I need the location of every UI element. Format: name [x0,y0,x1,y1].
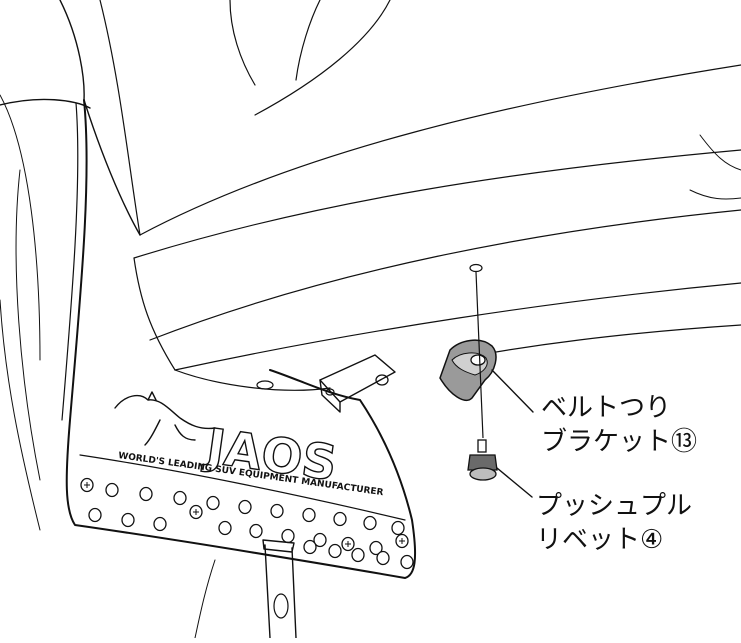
mudflap: JAOS WORLD'S LEADING SUV EQUIPMENT MANUF… [61,99,417,639]
leader-line-rivet [496,467,533,498]
mudflap-hole [139,486,153,502]
mounting-hole [469,263,483,273]
belt-bracket-label-line2: ブラケット⑬ [541,427,697,457]
belt-bracket-label-line1: ベルトつり [541,393,671,423]
mudflap-hole [351,547,365,563]
screw-cross [193,509,199,515]
screw-cross [399,538,405,544]
push-rivet-label-line1: プッシュプル [536,491,692,521]
mudflap-hole [206,495,220,511]
mudflap-hole [270,503,284,519]
mudflap-hole [333,511,347,527]
stay-bracket [319,354,396,413]
mudflap-hole [105,482,119,498]
mudflap-hole [376,550,390,566]
screw-cross [345,541,351,547]
mudflap-hole [121,512,135,528]
mudflap-hole [302,507,316,523]
mudflap-hole [88,507,102,523]
mudflap-hole [238,499,252,515]
mudflap-hole [400,554,414,570]
mudflap-hole [303,539,317,555]
push-rivet-label-line2: リベット④ [536,525,663,555]
mudflap-hole [218,520,232,536]
mudflap-holes [80,477,414,570]
mudflap-strap [262,539,297,639]
mudflap-hole [328,543,342,559]
vehicle-body [0,0,741,391]
callout-belt-bracket: ベルトつり ブラケット⑬ [541,393,697,457]
belt-bracket-part [439,339,497,401]
install-axis [475,271,484,439]
leader-line-bracket [491,369,534,413]
wheel-arch [0,94,216,639]
mounting-hole [256,380,274,390]
mudflap-hole [313,532,327,548]
mudflap-hole [391,520,405,536]
kangaroo-logo [114,391,216,446]
mudflap-hole [369,540,383,556]
screw-cross [84,482,90,488]
push-rivet-part [467,439,498,481]
mudflap-hole [153,516,167,532]
mudflap-hole [363,515,377,531]
mudflap-hole [249,523,263,539]
mudflap-hole [173,490,187,506]
mudflap-hole [281,528,295,544]
callout-push-rivet: プッシュプル リベット④ [536,491,692,555]
